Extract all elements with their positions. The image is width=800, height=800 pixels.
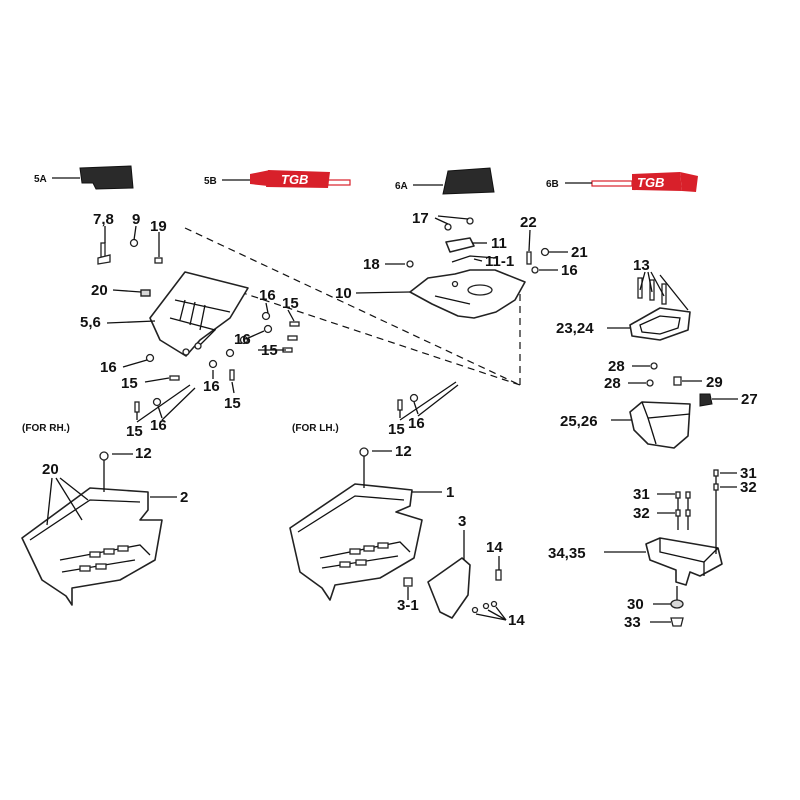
label-30: 30: [627, 596, 644, 613]
tgb-logo-6b: TGB: [637, 175, 664, 190]
label-18: 18: [363, 256, 380, 273]
label-16-a: 16: [259, 287, 276, 304]
decal-5b: TGB 5B: [204, 170, 351, 188]
label-31-right: 31: [740, 465, 757, 482]
label-16-e: 16: [150, 417, 167, 434]
label-22: 22: [520, 214, 537, 231]
assembly-dashed-lines: [184, 227, 521, 386]
label-3-1: 3-1: [397, 597, 419, 614]
parts-7-8-9-19-20: [97, 238, 163, 297]
label-13: 13: [633, 257, 650, 274]
decal-5a: 5A: [34, 165, 134, 190]
storage-box-25-26: [629, 362, 713, 449]
bracket-34-35: [645, 469, 723, 627]
label-7-8: 7,8: [93, 211, 114, 228]
label-1: 1: [446, 484, 454, 501]
label-9: 9: [132, 211, 140, 228]
label-27: 27: [741, 391, 758, 408]
label-15-f: 15: [388, 421, 405, 438]
label-16-d: 16: [203, 378, 220, 395]
label-23-24: 23,24: [556, 320, 594, 337]
label-31-left: 31: [633, 486, 650, 503]
label-16-c: 16: [100, 359, 117, 376]
mud-guard-3: [403, 557, 502, 619]
side-cover-5-6: [149, 271, 249, 357]
label-15-c: 15: [121, 375, 138, 392]
fasteners-15-16: [145, 311, 300, 381]
note-for-rh: (FOR RH.): [22, 423, 70, 434]
floorboard-rh-2: [21, 451, 163, 606]
label-25-26: 25,26: [560, 413, 598, 430]
label-15-e: 15: [126, 423, 143, 440]
label-20-rh: 20: [42, 461, 59, 478]
label-5-6: 5,6: [80, 314, 101, 331]
lid-23-24: [629, 274, 691, 341]
label-32-left: 32: [633, 505, 650, 522]
label-15-a: 15: [282, 295, 299, 312]
decal-6a: 6A: [395, 167, 495, 195]
label-16-center: 16: [561, 262, 578, 279]
fasteners-21-22-16: [526, 247, 550, 274]
label-3: 3: [458, 513, 466, 530]
label-16-f: 16: [408, 415, 425, 432]
label-5b: 5B: [204, 176, 217, 187]
decal-6b: TGB 6B: [546, 172, 698, 192]
tgb-logo-5b: TGB: [281, 172, 308, 187]
label-15-d: 15: [224, 395, 241, 412]
label-14-lower: 14: [508, 612, 525, 629]
center-cover-10: [406, 260, 526, 319]
label-5a: 5A: [34, 174, 47, 185]
label-34-35: 34,35: [548, 545, 586, 562]
fasteners-15-16-rh: [134, 397, 162, 413]
label-14-upper: 14: [486, 539, 503, 556]
label-6a: 6A: [395, 181, 408, 192]
label-11-1: 11-1: [485, 253, 514, 270]
label-11: 11: [491, 235, 507, 252]
label-29: 29: [706, 374, 723, 391]
label-16-b: 16: [234, 331, 251, 348]
label-20-upper: 20: [91, 282, 108, 299]
label-33: 33: [624, 614, 641, 631]
label-2: 2: [180, 489, 188, 506]
label-32-right: 32: [740, 479, 757, 496]
label-28-b: 28: [604, 375, 621, 392]
bracket-11: [444, 217, 497, 263]
label-15-b: 15: [261, 342, 278, 359]
label-6b: 6B: [546, 179, 559, 190]
label-10: 10: [335, 285, 352, 302]
note-for-lh: (FOR LH.): [292, 423, 339, 434]
label-19: 19: [150, 218, 167, 235]
label-17: 17: [412, 210, 429, 227]
label-12-rh: 12: [135, 445, 152, 462]
label-12-lh: 12: [395, 443, 412, 460]
label-21: 21: [571, 244, 588, 261]
label-28-a: 28: [608, 358, 625, 375]
floorboard-lh-1: [289, 447, 423, 601]
